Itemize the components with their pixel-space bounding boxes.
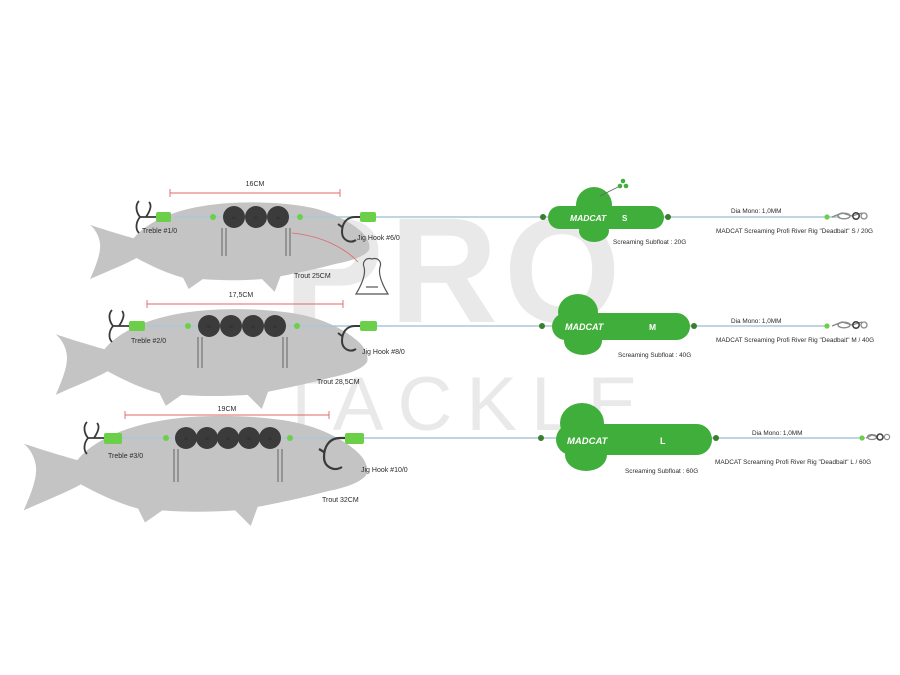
subfloat-s: MADCAT S bbox=[540, 178, 671, 242]
treble-label: Treble #2/0 bbox=[131, 338, 166, 345]
swivel-icon bbox=[824, 212, 868, 221]
swivel-icon bbox=[859, 433, 891, 441]
product-label: MADCAT Screaming Profi River Rig "Deadba… bbox=[716, 337, 874, 344]
bead-stack: 80 80 80 bbox=[210, 206, 303, 256]
rig-l: 19CM Treble #3/0 90 90 90 90 90 bbox=[23, 403, 891, 526]
bead-label: 90 bbox=[229, 324, 234, 329]
float-brand: MADCAT bbox=[565, 322, 605, 332]
jig-hook-label: Jig Hook #10/0 bbox=[361, 467, 408, 474]
subfloat-label: Screaming Subfloat : 60G bbox=[625, 468, 698, 475]
dia-mono-label: Dia Mono: 1,0MM bbox=[752, 430, 802, 437]
length-label: 19CM bbox=[218, 406, 237, 413]
product-label: MADCAT Screaming Profi River Rig "Deadba… bbox=[715, 459, 871, 466]
trout-label: Trout 25CM bbox=[294, 273, 331, 280]
jig-hook-icon bbox=[318, 436, 346, 471]
shrink-tube bbox=[345, 433, 364, 444]
shrink-tube bbox=[360, 321, 377, 331]
product-label: MADCAT Screaming Profi River Rig "Deadba… bbox=[716, 228, 873, 235]
bead-label: 90 bbox=[205, 436, 210, 441]
float-brand: MADCAT bbox=[567, 436, 609, 447]
float-brand: MADCAT bbox=[570, 213, 607, 223]
shrink-tube bbox=[360, 212, 376, 222]
shrink-tube bbox=[129, 321, 145, 331]
length-measure: 19CM bbox=[124, 406, 330, 419]
dia-mono-label: Dia Mono: 1,0MM bbox=[731, 208, 781, 215]
swivel-icon bbox=[824, 320, 868, 329]
dia-mono-label: Dia Mono: 1,0MM bbox=[731, 318, 781, 325]
jig-hook-icon bbox=[337, 216, 360, 243]
subfloat-label: Screaming Subfloat : 40G bbox=[618, 352, 691, 359]
bead-label: 80 bbox=[276, 215, 281, 220]
trout-label: Trout 32CM bbox=[322, 497, 359, 504]
bead-label: 80 bbox=[232, 215, 237, 220]
rig-s: 16CM Treble #1/0 80 80 80 bbox=[90, 178, 873, 295]
bead-label: 90 bbox=[226, 436, 231, 441]
treble-hook-icon bbox=[108, 309, 131, 343]
bead-label: 90 bbox=[207, 324, 212, 329]
bead-label: 90 bbox=[273, 324, 278, 329]
length-measure: 16CM bbox=[169, 181, 341, 197]
bead-label: 90 bbox=[268, 436, 273, 441]
bead-label: 90 bbox=[184, 436, 189, 441]
treble-label: Treble #1/0 bbox=[142, 228, 177, 235]
jig-hook-label: Jig Hook #6/0 bbox=[357, 235, 400, 242]
jig-hook-label: Jig Hook #8/0 bbox=[362, 349, 405, 356]
bait-clip-icon bbox=[354, 257, 390, 295]
length-label: 17,5CM bbox=[229, 292, 254, 299]
bead-label: 90 bbox=[251, 324, 256, 329]
shrink-tube bbox=[104, 433, 122, 444]
bead-label: 90 bbox=[247, 436, 252, 441]
treble-hook-icon bbox=[135, 200, 158, 234]
shrink-tube bbox=[156, 212, 171, 222]
bead-stack: 90 90 90 90 bbox=[185, 315, 300, 368]
treble-label: Treble #3/0 bbox=[108, 453, 143, 460]
bead-stack: 90 90 90 90 90 bbox=[163, 427, 293, 482]
length-measure: 17,5CM bbox=[146, 292, 344, 308]
treble-hook-icon bbox=[83, 421, 106, 455]
length-label: 16CM bbox=[246, 181, 265, 188]
subfloat-label: Screaming Subfloat : 20G bbox=[613, 239, 686, 246]
float-size: S bbox=[622, 214, 628, 223]
float-size: M bbox=[649, 322, 656, 332]
rig-m: 17,5CM Treble #2/0 90 90 90 90 bbox=[55, 292, 874, 409]
float-size: L bbox=[660, 436, 666, 446]
trout-pointer bbox=[291, 232, 359, 263]
subfloat-m: MADCAT M bbox=[539, 294, 697, 355]
subfloat-l: MADCAT L bbox=[538, 403, 719, 471]
trout-label: Trout 28,5CM bbox=[317, 379, 360, 386]
jig-hook-icon bbox=[337, 325, 360, 352]
bead-label: 80 bbox=[254, 215, 259, 220]
